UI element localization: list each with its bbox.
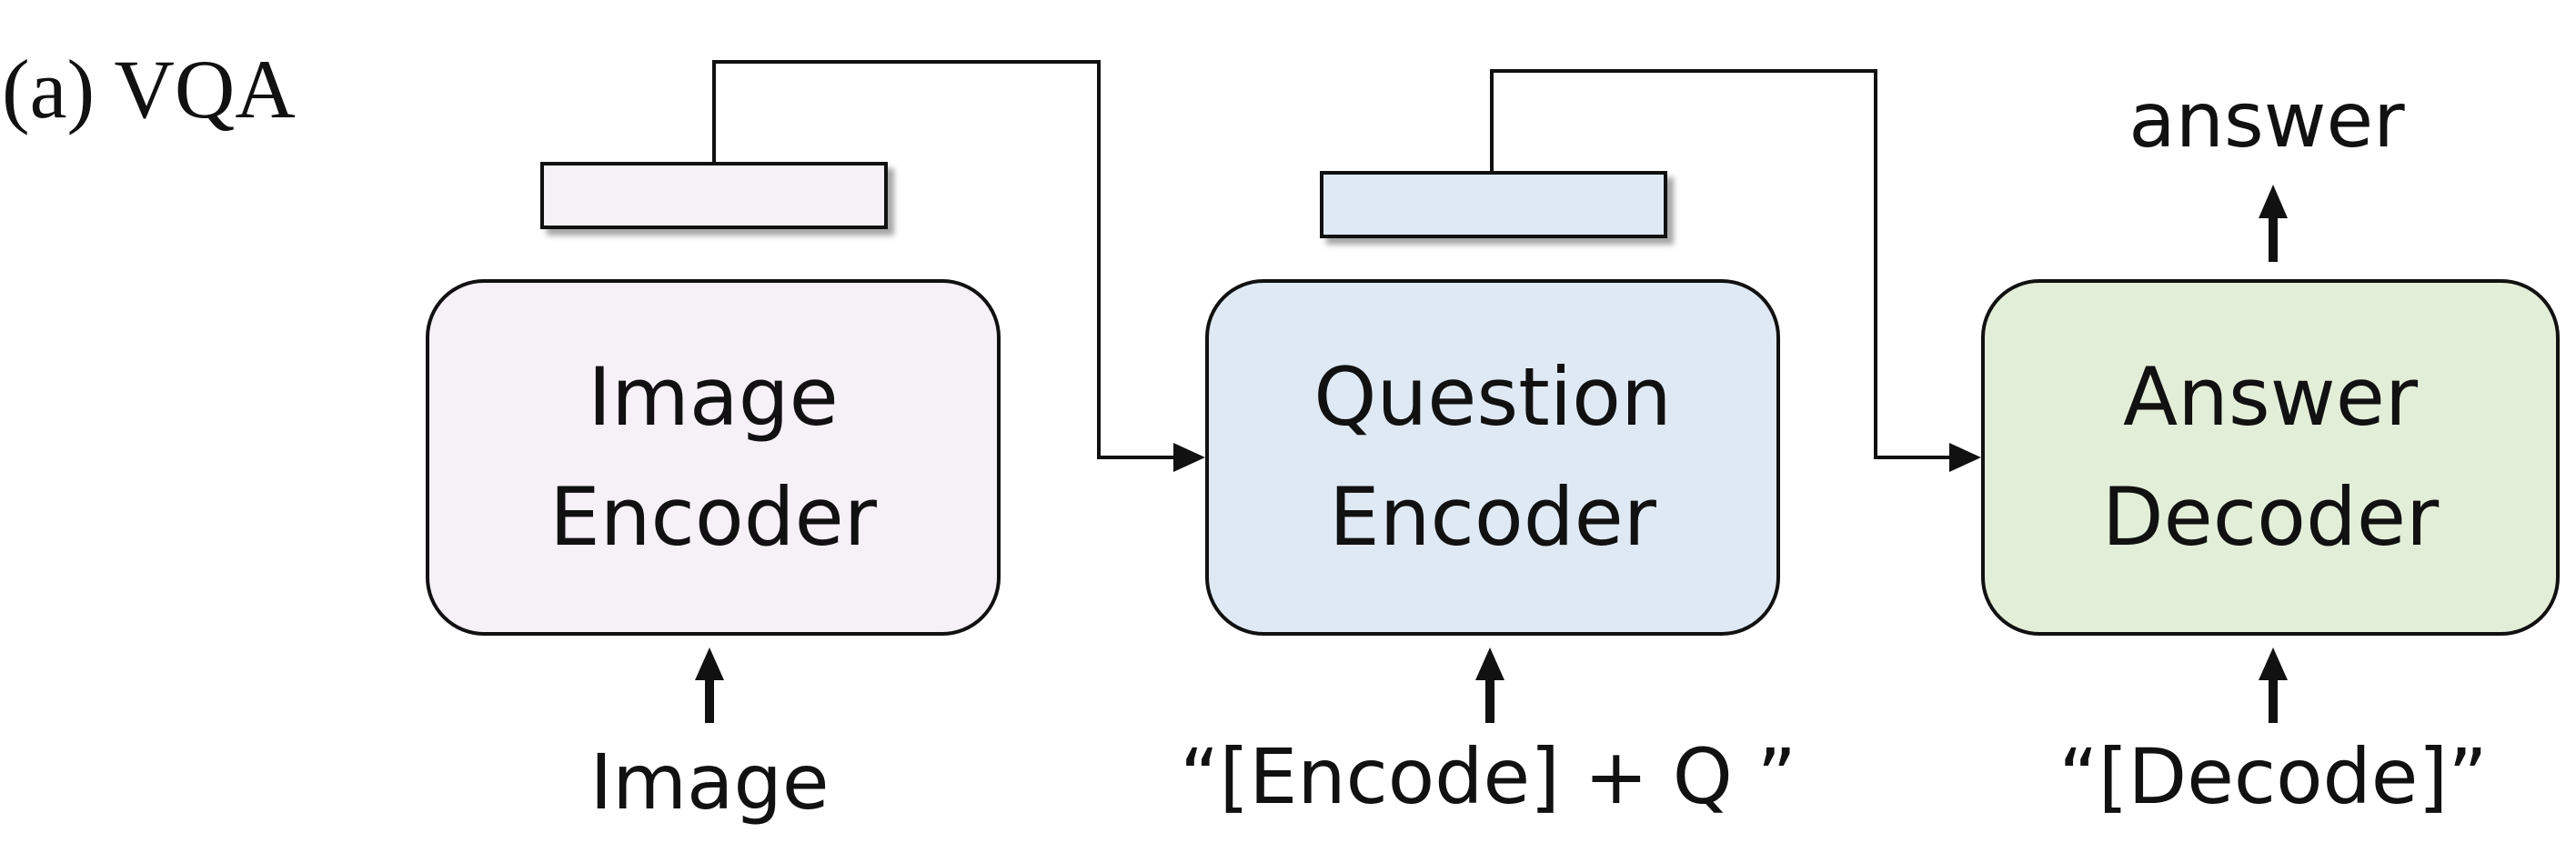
question-to-answer-arrowhead [1949, 443, 1981, 472]
question-encoder-line2: Encoder [1329, 470, 1656, 564]
answer-decoder-block: Answer Decoder [1981, 279, 2560, 636]
question-encoder-block: Question Encoder [1205, 279, 1780, 636]
answer-decoder-line2: Decoder [2101, 470, 2440, 564]
decode-input-label: “[Decode]” [2058, 732, 2488, 821]
question-to-answer-connector [1490, 69, 1949, 459]
image-feature-bar [540, 162, 888, 229]
question-input-label: “[Encode] + Q ” [1179, 732, 1797, 821]
answer-decoder-line1: Answer [2122, 350, 2419, 444]
question-feature-bar [1320, 171, 1667, 238]
image-input-arrowhead [695, 647, 724, 680]
image-encoder-block: Image Encoder [426, 279, 1001, 636]
question-encoder-line1: Question [1313, 350, 1672, 444]
image-to-question-connector [712, 60, 1173, 459]
panel-label: (a) VQA [2, 43, 296, 135]
image-to-question-arrowhead [1173, 443, 1205, 472]
answer-output-arrowhead [2259, 185, 2288, 218]
decode-input-arrowhead [2259, 647, 2288, 680]
image-encoder-line1: Image [588, 350, 839, 444]
question-input-arrowhead [1475, 647, 1504, 680]
image-input-label: Image [589, 738, 830, 827]
image-encoder-line2: Encoder [549, 470, 877, 564]
answer-output-label: answer [2128, 75, 2405, 165]
